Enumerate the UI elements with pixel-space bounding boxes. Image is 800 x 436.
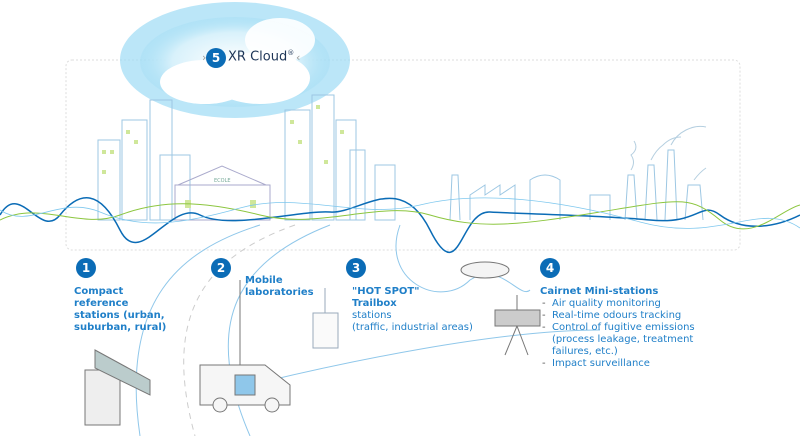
chevron-left-icon: ‹	[296, 51, 301, 64]
cloud-graphic	[120, 2, 350, 118]
label-line: suburban, rural)	[74, 322, 167, 333]
xr-cloud-label: XR Cloud	[228, 49, 288, 65]
school-sign: ECOLE	[214, 178, 231, 184]
list-item: Real-time odours tracking	[540, 310, 710, 322]
wave-blue	[0, 197, 800, 254]
label-line: stations	[352, 310, 392, 321]
city-skyline	[97, 94, 396, 221]
industrial-skyline	[449, 149, 704, 221]
station-1-label: Compact reference stations (urban, subur…	[74, 286, 166, 334]
cable	[395, 224, 531, 293]
wave-green	[0, 201, 800, 230]
list-item: Air quality monitoring	[540, 298, 710, 310]
badge-4: 4	[540, 258, 560, 278]
smoke	[630, 125, 707, 181]
list-item: Control of fugitive emissions (process l…	[540, 322, 710, 358]
ministation-graphic	[460, 261, 541, 356]
label-line: Trailbox	[352, 298, 397, 309]
badge-3: 3	[346, 258, 366, 278]
label-line: Compact	[74, 286, 124, 297]
mobile-lab-van	[199, 280, 291, 413]
badge-1: 1	[76, 258, 96, 278]
label-line: (traffic, industrial areas)	[352, 322, 473, 333]
label-title: Cairnet Mini-stations	[540, 286, 659, 297]
feature-list: Air quality monitoring Real-time odours …	[540, 298, 710, 370]
label-line: laboratories	[245, 287, 314, 298]
compact-station-graphic	[84, 349, 151, 426]
list-item: Impact surveillance	[540, 358, 710, 370]
station-2-label: Mobile laboratories	[245, 275, 314, 299]
station-3-label: "HOT SPOT" Trailbox stations (traffic, i…	[352, 286, 473, 334]
trademark: ®	[287, 49, 295, 57]
road-center-line	[183, 224, 296, 436]
badge-5: 5	[206, 48, 226, 68]
label-line: reference	[74, 298, 129, 309]
wave-light	[0, 197, 800, 229]
chevron-right-icon: ›	[202, 51, 207, 64]
xr-cloud-title[interactable]: XR Cloud®	[228, 49, 294, 64]
station-4-label: Cairnet Mini-stations Air quality monito…	[540, 286, 710, 370]
label-line: stations (urban,	[74, 310, 165, 321]
label-line: "HOT SPOT"	[352, 286, 420, 297]
frame-outline	[65, 59, 741, 251]
label-line: Mobile	[245, 275, 283, 286]
badge-2: 2	[211, 258, 231, 278]
trailbox-graphic	[312, 288, 339, 349]
